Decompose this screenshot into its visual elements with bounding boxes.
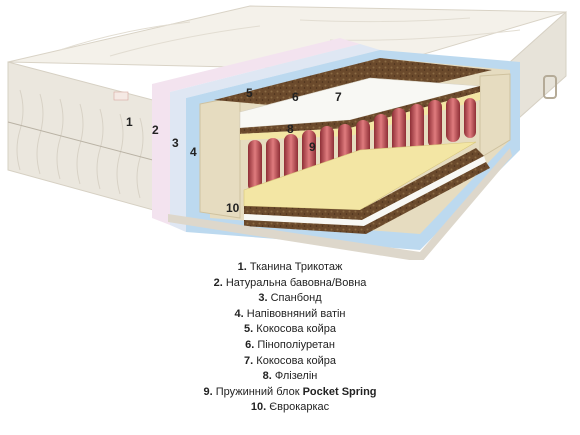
bottom-coir-2 [244,162,490,234]
handle [543,75,557,99]
legend-item: 7. Кокосова койра [244,354,336,367]
quilting-pattern [59,17,521,57]
layer-felt-bottom [243,141,477,211]
legend-item: 4. Напівовняний ватін [234,307,346,320]
callout-10: 10 [226,201,240,215]
mattress-front-face [7,61,169,215]
side-seam [7,121,169,165]
legend-item: 3. Спанбонд [258,292,322,305]
legend-item: 5. Кокосова койра [244,323,336,336]
legend-item: 6. Пінополіуретан [245,338,335,351]
callout-4: 4 [190,145,197,159]
callout-8: 8 [287,122,294,136]
legend-item: 2. Натуральна бавовна/Вовна [213,276,367,289]
callout-2: 2 [152,123,159,137]
callout-6: 6 [292,90,299,104]
callout-5: 5 [246,86,253,100]
callout-3: 3 [172,136,179,150]
callout-9: 9 [309,140,316,154]
callout-7: 7 [335,90,342,104]
mattress-bottom-edge [168,148,512,260]
layer-frame [199,95,241,219]
mattress-cutaway-diagram: 1 2 3 4 5 6 7 8 9 10 [7,5,567,260]
brand-label [113,91,129,101]
bottom-foam [244,156,486,226]
bottom-coir [244,148,484,220]
legend-item: 1. Тканина Трикотаж [237,261,343,273]
front-quilting [16,89,144,199]
layer-legend: 1. Тканина Трикотаж 2. Натуральна бавовн… [0,260,580,430]
legend-item: 9. Пружинний блок Pocket Spring [203,385,377,398]
legend-item: 10. Єврокаркас [250,401,330,414]
callout-1: 1 [126,115,133,129]
frame-right [479,73,511,159]
legend-item: 8. Флізелін [262,370,318,383]
